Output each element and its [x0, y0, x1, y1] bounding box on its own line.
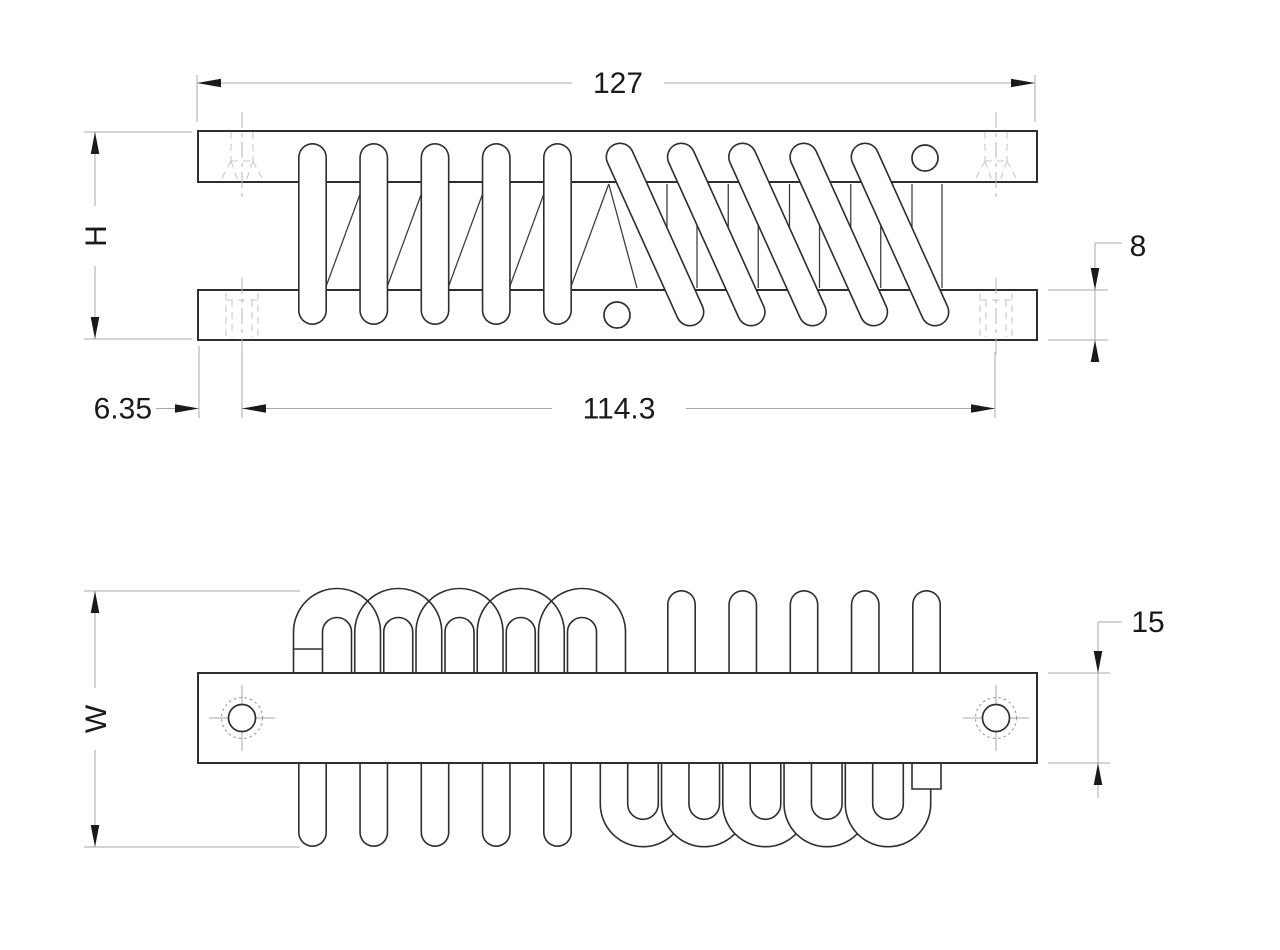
dim-overall-width: W — [80, 590, 300, 848]
dim-overall-length: 127 — [196, 67, 1036, 122]
countersink-right — [974, 112, 1018, 358]
dim-overall-length-text: 127 — [593, 67, 643, 100]
top-plate-hole — [911, 144, 939, 172]
dim-overall-height: H — [80, 131, 192, 340]
front-view — [197, 112, 1038, 358]
bar-hole-right — [963, 685, 1029, 751]
dim-edge-to-hole-text: 6.35 — [94, 393, 152, 426]
bottom-plate-hole — [603, 301, 631, 329]
wire-end-lower — [911, 756, 942, 790]
dim-overall-width-text: W — [80, 704, 113, 733]
countersink-left — [220, 112, 264, 358]
coil-front-loops — [298, 142, 950, 327]
dim-edge-to-hole: 6.35 — [94, 393, 199, 426]
dim-bar-width-text: 15 — [1131, 606, 1164, 639]
dim-plate-thickness-text: 8 — [1130, 230, 1147, 263]
dim-overall-height-text: H — [80, 225, 113, 247]
coil-lower-arches — [599, 738, 932, 848]
dim-bar-width: 15 — [1048, 606, 1165, 798]
dim-plate-thickness: 8 — [1048, 230, 1146, 362]
coil-lower-legs — [298, 723, 572, 847]
mounting-bar — [197, 672, 1038, 764]
coil-upper-arches — [292, 587, 627, 675]
plan-view — [197, 587, 1038, 848]
dimensions: 127 114.3 6.35 8 H — [80, 67, 1165, 848]
dim-hole-spacing: 114.3 — [198, 346, 996, 426]
bar-hole-left — [209, 685, 275, 751]
dim-hole-spacing-text: 114.3 — [583, 393, 656, 426]
